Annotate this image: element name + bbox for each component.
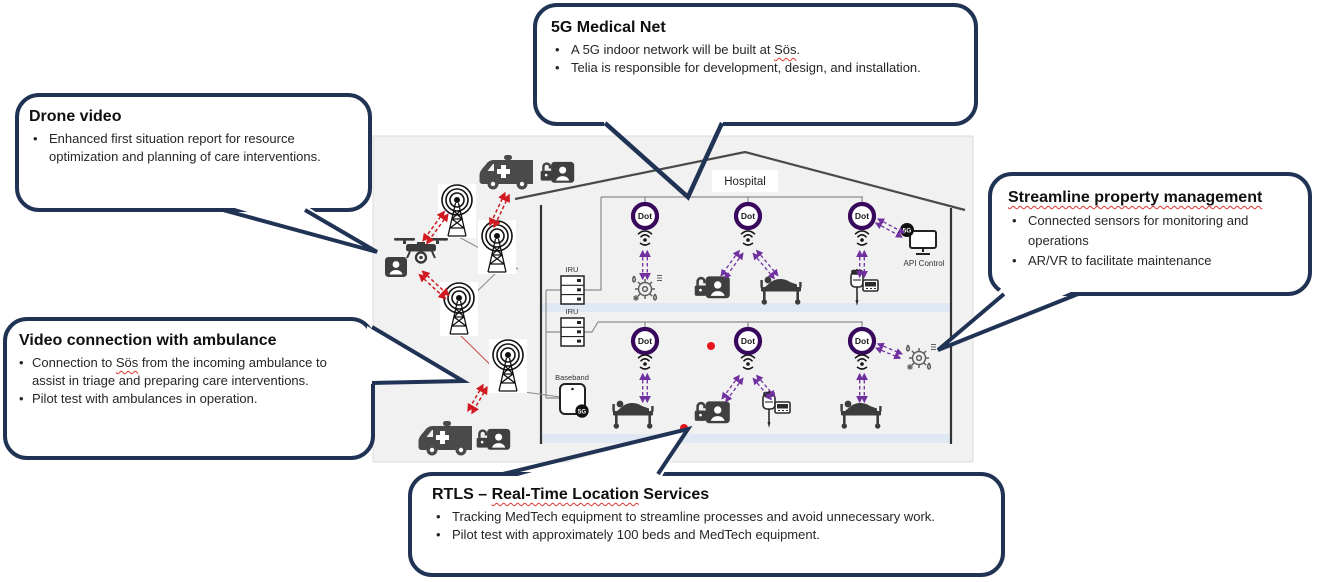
callout-title: Drone video xyxy=(29,108,122,125)
iru-rack xyxy=(560,317,585,347)
radio-dot-icon xyxy=(633,329,657,353)
5g-badge-icon xyxy=(900,223,914,237)
hospital-building: Hospital xyxy=(514,150,966,444)
callout-title: RTLS – Real-Time Location Services xyxy=(432,486,710,503)
api-control: API Control xyxy=(900,223,945,268)
purple-wireless-arrow xyxy=(877,218,906,234)
callout-title: Streamline property management xyxy=(1008,189,1263,206)
bullet-item: •Telia is responsible for development, d… xyxy=(555,59,921,75)
floor-bottom xyxy=(541,434,951,443)
purple-wireless-arrow xyxy=(755,249,779,277)
hospital-label: Hospital xyxy=(724,176,766,188)
callout-title: 5G Medical Net xyxy=(551,19,666,36)
callout-5g-medical-net: 5G Medical Net •A 5G indoor network will… xyxy=(533,3,978,126)
bullet-item: •Enhanced first situation report for res… xyxy=(33,131,321,164)
callout-video-connection: Video connection with ambulance •Connect… xyxy=(3,317,375,460)
bullet-item: •A 5G indoor network will be built at Sö… xyxy=(555,42,801,57)
callout-bullets: •Enhanced first situation report for res… xyxy=(29,130,354,166)
hospital-label-box xyxy=(712,170,778,192)
camera-feed-icon xyxy=(385,257,407,277)
callout-bullets: •Connected sensors for monitoring and op… xyxy=(1008,211,1296,271)
purple-wireless-arrow xyxy=(724,252,744,280)
bullet-item: •Tracking MedTech equipment to streamlin… xyxy=(436,509,935,524)
radio-dot-icon xyxy=(633,204,657,228)
radio-dot-icon xyxy=(850,204,874,228)
iru-label: IRU xyxy=(566,265,579,274)
api-control-label: API Control xyxy=(904,259,945,268)
callout-streamline-property: Streamline property management •Connecte… xyxy=(988,172,1312,296)
iru-label: IRU xyxy=(566,307,579,316)
callout-rtls: RTLS – Real-Time Location Services •Trac… xyxy=(408,472,1005,577)
bullet-item: •AR/VR to facilitate maintenance xyxy=(1012,253,1212,269)
monitor-icon xyxy=(909,230,937,249)
radio-dot-icon xyxy=(850,329,874,353)
purple-wireless-arrow xyxy=(755,374,776,398)
rtls-tag-dot xyxy=(707,342,715,350)
callout-bullets: •Connection to Sös from the incoming amb… xyxy=(19,354,361,408)
purple-wireless-arrow xyxy=(725,377,744,403)
baseband-label: Baseband xyxy=(555,373,589,382)
cell-tower-icon xyxy=(437,183,477,239)
radio-dot-icon xyxy=(736,204,760,228)
cell-tower-icon xyxy=(477,219,517,275)
cell-tower-icon xyxy=(488,338,528,394)
wireless-arrows xyxy=(418,191,906,415)
iru-rack xyxy=(560,275,585,305)
purple-wireless-arrow xyxy=(876,342,903,355)
callout-drone-video: Drone video •Enhanced first situation re… xyxy=(15,93,372,212)
callout-title: Video connection with ambulance xyxy=(19,332,277,349)
bullet-item: •Pilot test with approximately 100 beds … xyxy=(436,526,820,542)
bullet-item: •Connection to Sös from the incoming amb… xyxy=(19,355,327,388)
baseband-unit: Baseband xyxy=(555,373,589,418)
callout-bullets: •Tracking MedTech equipment to streamlin… xyxy=(432,508,987,544)
floor-divider xyxy=(541,303,951,312)
callout-bullets: •A 5G indoor network will be built at Sö… xyxy=(551,41,958,77)
5g-badge-icon xyxy=(575,404,589,418)
roof xyxy=(514,150,966,212)
rtls-tag-dot xyxy=(680,424,688,432)
cell-tower-icon xyxy=(439,281,479,337)
red-wireless-arrow xyxy=(471,385,488,415)
bullet-item: •Connected sensors for monitoring and op… xyxy=(1012,213,1249,249)
radio-dot-icon xyxy=(736,329,760,353)
bullet-item: •Pilot test with ambulances in operation… xyxy=(19,390,258,406)
